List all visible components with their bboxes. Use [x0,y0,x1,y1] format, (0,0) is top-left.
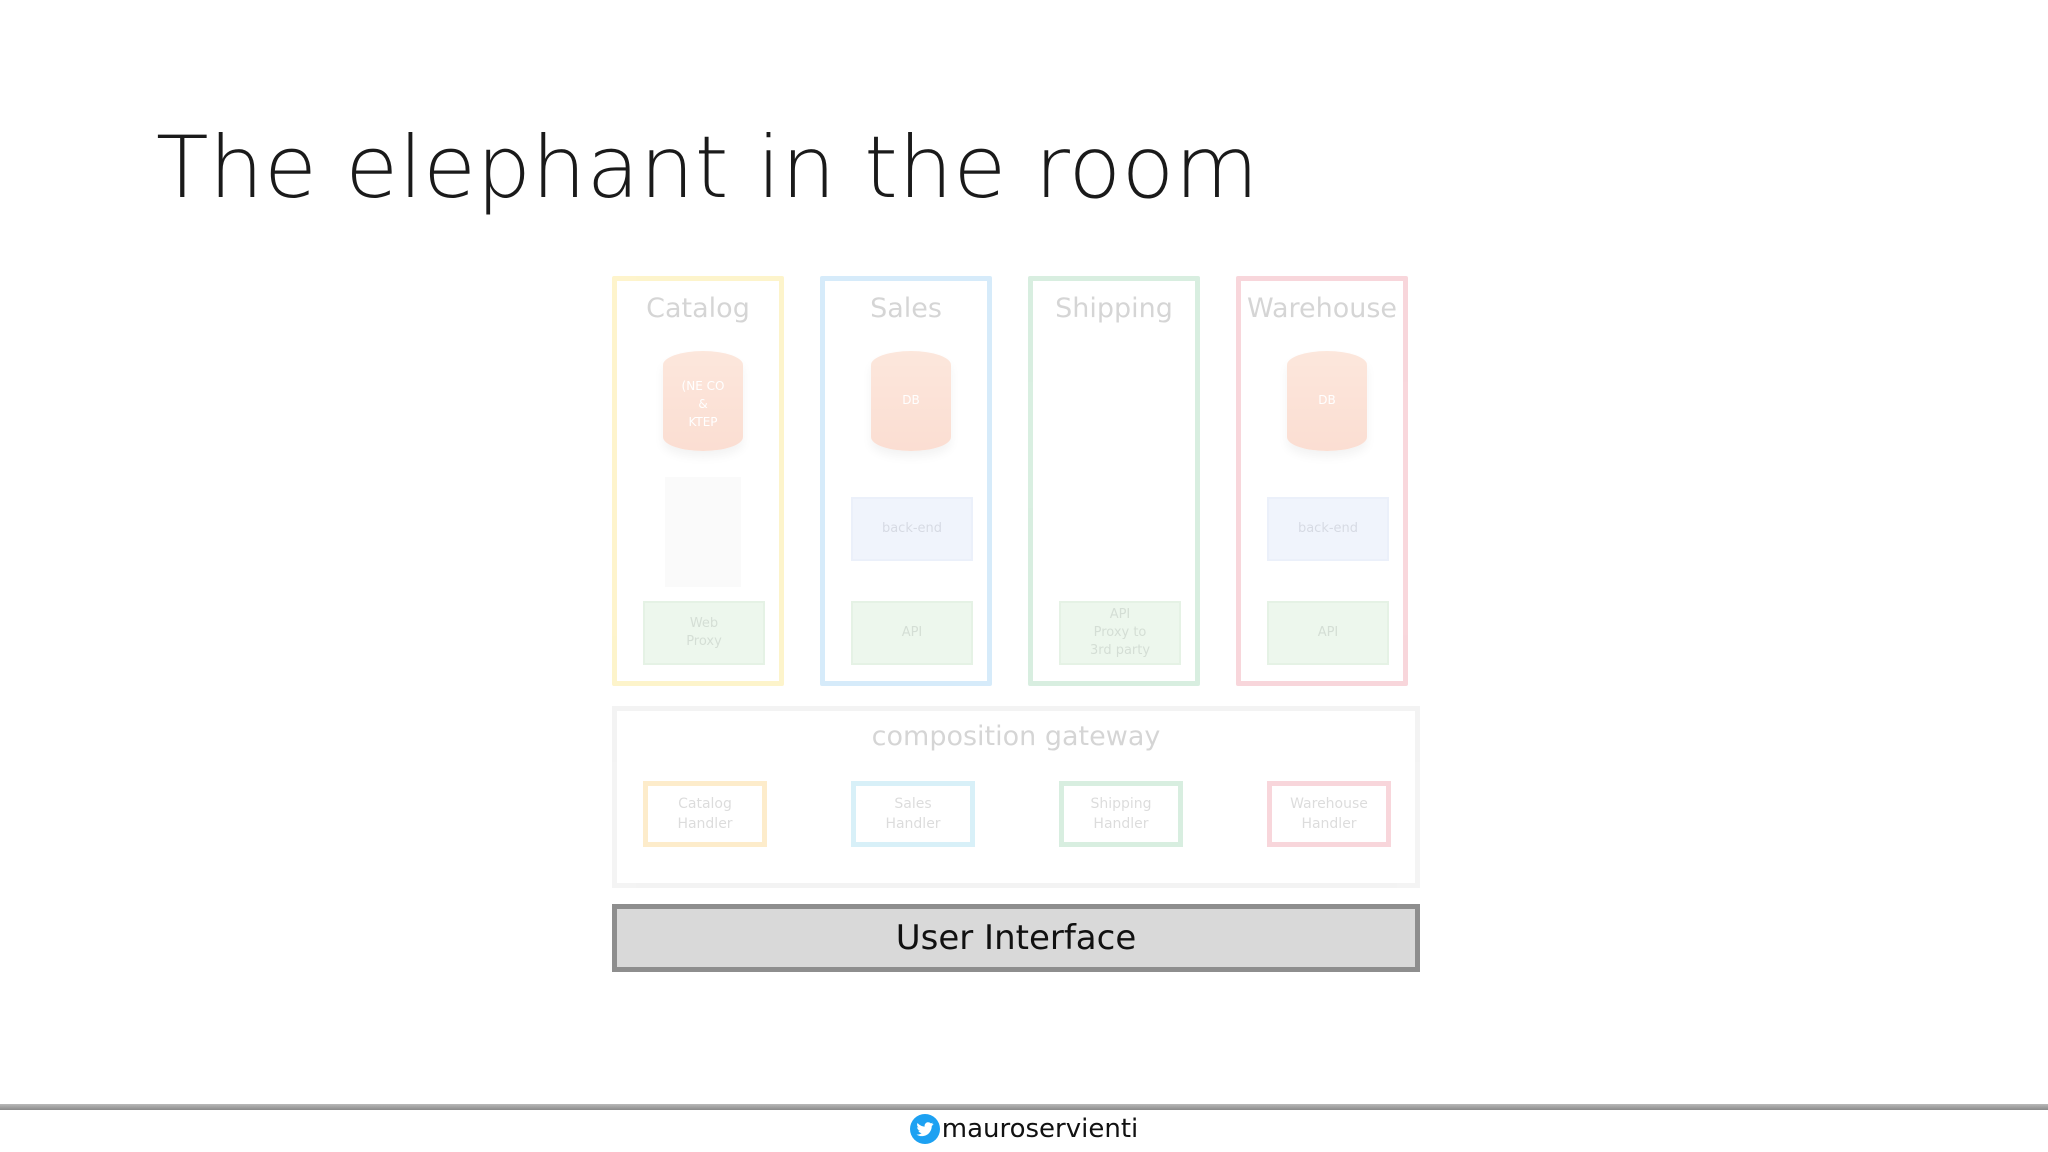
domain-shipping: Shipping API Proxy to 3rd party [1028,276,1200,686]
backend-box: back-end [1267,497,1389,561]
handler-text: Handler [885,816,941,832]
handler-text: Handler [1093,816,1149,832]
placeholder-block [665,477,741,587]
database-icon: (NE CO & KTEP [663,351,743,451]
box-text: 3rd party [1089,643,1151,658]
domain-label: Sales [870,293,942,324]
handler-text: Handler [677,816,733,832]
footer-divider [0,1104,2048,1110]
user-interface-box: User Interface [612,904,1420,972]
domain-label: Warehouse [1246,293,1398,324]
handler-text: Handler [1301,816,1357,832]
handler-text: Shipping [1090,796,1152,812]
box-text: API [1109,607,1131,622]
slide-title: The elephant in the room [156,118,1260,218]
db-text: & [698,397,708,411]
backend-box: back-end [851,497,973,561]
footer: mauroservienti [0,1114,2048,1144]
api-box: API [1267,601,1389,665]
twitter-handle[interactable]: mauroservienti [941,1114,1139,1144]
domain-sales: Sales DB back-end API [820,276,992,686]
db-text: (NE CO [681,379,725,393]
twitter-icon [909,1114,940,1144]
box-text: Web [689,616,719,631]
box-text: Proxy to [1093,625,1147,640]
api-proxy-box: API Proxy to 3rd party [1059,601,1181,665]
database-icon: DB [871,351,951,451]
handler-text: Warehouse [1290,796,1368,812]
domain-label: Catalog [646,293,750,324]
handler-text: Sales [894,796,932,812]
api-box: API [851,601,973,665]
db-text: DB [902,393,920,407]
db-text: KTEP [688,415,718,429]
domain-label: Shipping [1055,293,1173,324]
box-text: Proxy [686,634,722,649]
domain-warehouse: Warehouse DB back-end API [1236,276,1408,686]
gateway-label: composition gateway [871,721,1161,752]
handler-text: Catalog [678,796,732,812]
db-text: DB [1318,393,1336,407]
database-icon: DB [1287,351,1367,451]
